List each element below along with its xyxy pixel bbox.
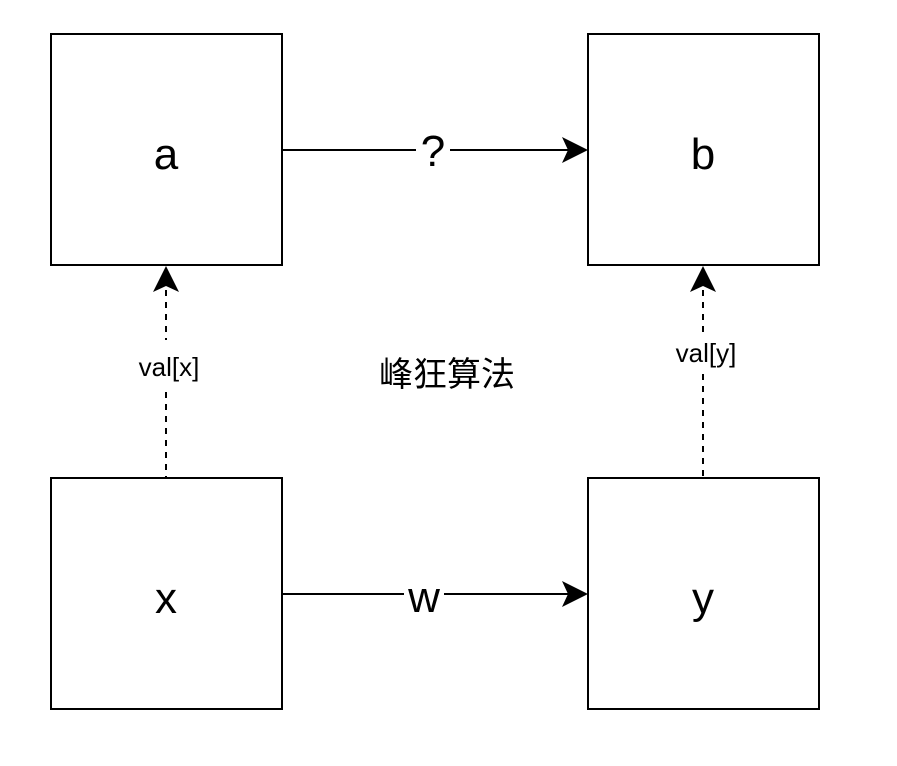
edge-a-to-b: ? — [282, 127, 588, 176]
center-title: 峰狂算法 — [379, 355, 515, 395]
node-a-label: a — [154, 130, 179, 179]
edge-a-to-b-label: ? — [421, 127, 445, 176]
edge-x-to-y-label: w — [407, 573, 440, 622]
node-b: b — [587, 33, 820, 266]
edge-y-to-b-label: val[y] — [676, 338, 737, 368]
edge-x-to-a-label: val[x] — [139, 352, 200, 382]
edge-x-to-y: w — [282, 573, 588, 622]
node-x-label: x — [155, 574, 177, 623]
edge-y-to-b: val[y] — [676, 266, 737, 478]
node-x: x — [50, 477, 283, 710]
node-y-label: y — [692, 574, 714, 623]
arrowhead-x-to-y — [562, 581, 588, 607]
node-y-box — [587, 477, 820, 710]
arrowhead-x-to-a — [153, 266, 179, 292]
node-a-box — [50, 33, 283, 266]
node-a: a — [50, 33, 283, 266]
node-b-box — [587, 33, 820, 266]
arrowhead-a-to-b — [562, 137, 588, 163]
edge-x-to-a: val[x] — [139, 266, 200, 478]
node-b-label: b — [691, 130, 715, 179]
node-y: y — [587, 477, 820, 710]
arrowhead-y-to-b — [690, 266, 716, 292]
